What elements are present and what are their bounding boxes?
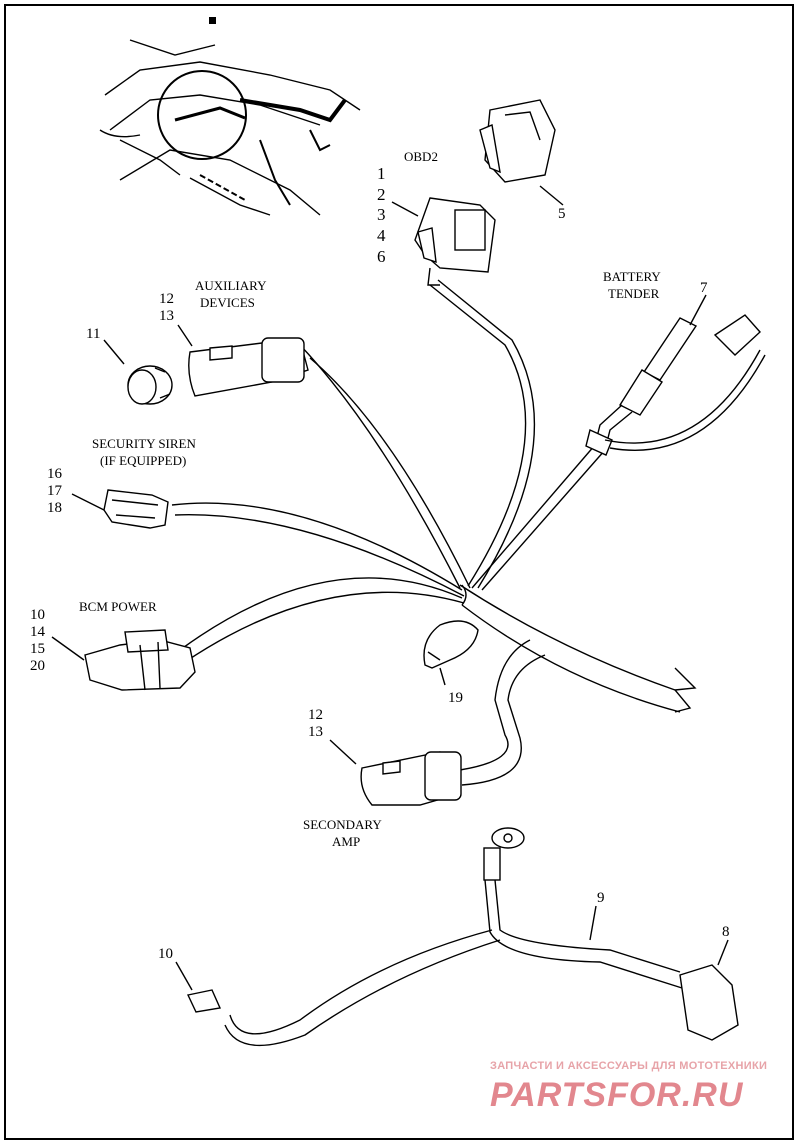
siren-label-line1: SECURITY SIREN	[92, 436, 196, 451]
diagram-frame	[4, 4, 794, 1140]
callout-siren-16: 16	[47, 466, 63, 482]
callout-ground-10: 10	[158, 946, 173, 962]
callout-7: 7	[700, 280, 708, 296]
watermark: ЗАПЧАСТИ И АКСЕССУАРЫ ДЛЯ МОТОТЕХНИКИ PA…	[490, 1060, 767, 1114]
main-harness	[171, 279, 697, 786]
watermark-logo: PARTSFOR.RU	[490, 1076, 744, 1114]
callout-siren-18: 18	[47, 500, 62, 516]
obd2-cap[interactable]	[479, 99, 556, 183]
watermark-tagline: ЗАПЧАСТИ И АКСЕССУАРЫ ДЛЯ МОТОТЕХНИКИ	[490, 1060, 767, 1072]
battery-tender[interactable]	[585, 314, 766, 456]
battery-label-line1: BATTERY	[603, 269, 661, 284]
leader-lines	[51, 185, 729, 991]
secondary-amp-label-line2: AMP	[332, 834, 360, 849]
battery-label-line2: TENDER	[608, 286, 660, 301]
plug[interactable]	[127, 365, 173, 405]
siren-label-line2: (IF EQUIPPED)	[100, 453, 186, 468]
callout-8: 8	[722, 924, 730, 940]
locator-inset	[99, 17, 361, 216]
callout-19: 19	[448, 690, 463, 706]
callout-amp-13: 13	[308, 724, 323, 740]
callout-11: 11	[86, 326, 100, 342]
secondary-amp-label-line1: SECONDARY	[303, 817, 382, 832]
callout-bcm-15: 15	[30, 641, 45, 657]
callout-obd2-6: 6	[377, 247, 386, 266]
callout-5: 5	[558, 206, 566, 222]
callout-bcm-14: 14	[30, 624, 46, 640]
amp-connector[interactable]	[360, 751, 462, 806]
siren-connector[interactable]	[103, 489, 169, 529]
callout-aux-12: 12	[159, 291, 174, 307]
bcm-power-label: BCM POWER	[79, 599, 157, 614]
callout-aux-13: 13	[159, 308, 174, 324]
callout-numbers: 1 2 3 4 6 5 7 11 12 13 16 17 18 10 14 15…	[30, 164, 730, 962]
callout-bcm-10: 10	[30, 607, 45, 623]
obd2-label: OBD2	[404, 149, 438, 164]
callout-obd2-1: 1	[377, 164, 386, 183]
bcm-connector[interactable]	[84, 629, 196, 691]
aux-label-line1: AUXILIARY	[195, 278, 267, 293]
aux-label-line2: DEVICES	[200, 295, 255, 310]
callout-obd2-3: 3	[377, 205, 386, 224]
cable-clip[interactable]	[423, 620, 479, 669]
callout-amp-12: 12	[308, 707, 323, 723]
callout-bcm-20: 20	[30, 658, 45, 674]
callout-9: 9	[597, 890, 605, 906]
callout-obd2-2: 2	[377, 185, 386, 204]
auxiliary-connector[interactable]	[188, 337, 309, 397]
section-labels: OBD2 AUXILIARY DEVICES BATTERY TENDER SE…	[79, 149, 661, 849]
callout-obd2-4: 4	[377, 226, 386, 245]
callout-siren-17: 17	[47, 483, 63, 499]
obd2-connector[interactable]	[414, 197, 496, 286]
ground-wire-assembly[interactable]	[186, 827, 739, 1047]
